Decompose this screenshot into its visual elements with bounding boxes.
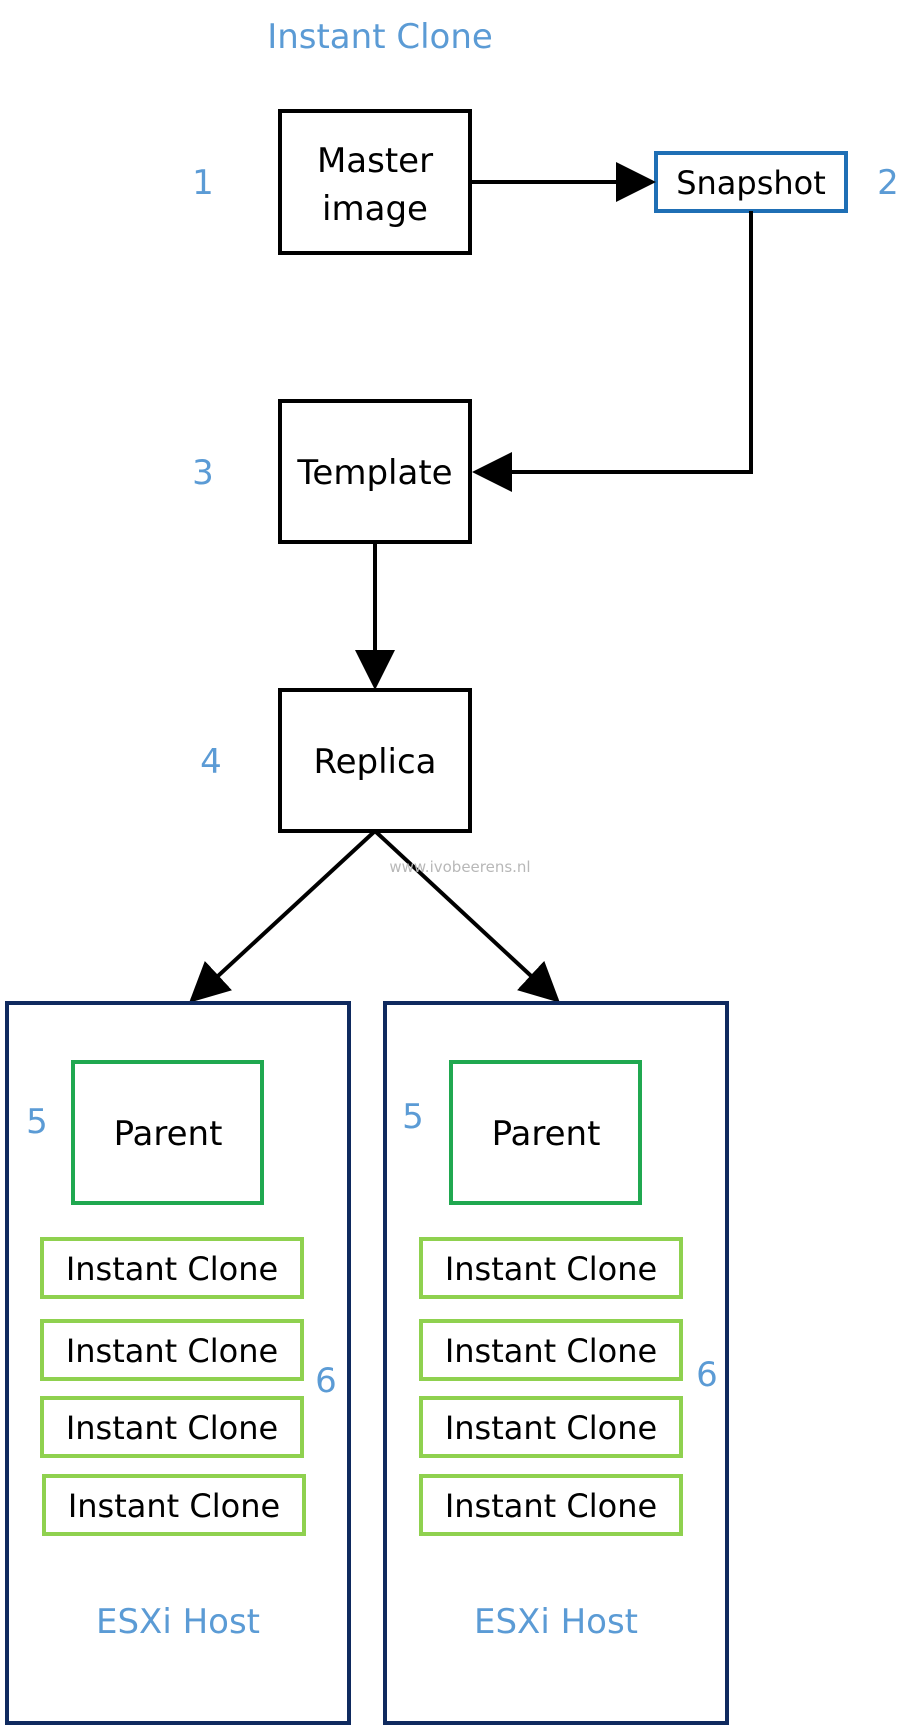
parent-node (71, 1060, 264, 1205)
instant-clone-node (40, 1396, 304, 1458)
instant-clone-label: Instant Clone (445, 1332, 657, 1370)
instant-clone-node (419, 1474, 683, 1536)
step-number-2: 2 (877, 163, 899, 203)
esxi-host-left: Parent 5 Instant Clone Instant Clone Ins… (5, 1001, 351, 1725)
watermark: www.ivobeerens.nl (389, 858, 530, 876)
master-image-node (278, 109, 472, 255)
step-number-6: 6 (696, 1355, 718, 1395)
step-number-4: 4 (200, 742, 222, 782)
replica-label: Replica (313, 742, 436, 782)
arrow-replica-to-host-right (373, 829, 560, 1003)
instant-clone-node (419, 1237, 683, 1299)
esxi-host-right: Parent 5 Instant Clone Instant Clone Ins… (383, 1001, 729, 1725)
instant-clone-node (40, 1319, 304, 1381)
instant-clone-label: Instant Clone (66, 1409, 278, 1447)
master-image-label-line1: Master (317, 141, 433, 181)
instant-clone-label: Instant Clone (68, 1487, 280, 1525)
parent-label: Parent (114, 1114, 223, 1154)
template-label: Template (296, 453, 452, 493)
step-number-1: 1 (192, 163, 214, 203)
instant-clone-node (40, 1237, 304, 1299)
host-label: ESXi Host (474, 1602, 638, 1642)
host-label: ESXi Host (96, 1602, 260, 1642)
step-number-3: 3 (192, 453, 214, 493)
arrow-snapshot-to-template (472, 211, 753, 492)
parent-node (449, 1060, 642, 1205)
parent-label: Parent (492, 1114, 601, 1154)
instant-clone-label: Instant Clone (445, 1409, 657, 1447)
step-number-5: 5 (402, 1097, 424, 1137)
template-node (278, 399, 472, 544)
snapshot-label: Snapshot (676, 164, 826, 202)
instant-clone-label: Instant Clone (66, 1250, 278, 1288)
instant-clone-label: Instant Clone (445, 1250, 657, 1288)
diagram-title: Instant Clone (267, 17, 493, 57)
instant-clone-node (419, 1319, 683, 1381)
arrow-replica-to-host-left (189, 829, 377, 1003)
master-image-label-line2: image (322, 189, 428, 229)
step-number-5: 5 (26, 1102, 48, 1142)
instant-clone-node (42, 1474, 306, 1536)
instant-clone-label: Instant Clone (66, 1332, 278, 1370)
instant-clone-label: Instant Clone (445, 1487, 657, 1525)
step-number-6: 6 (315, 1361, 337, 1401)
instant-clone-node (419, 1396, 683, 1458)
